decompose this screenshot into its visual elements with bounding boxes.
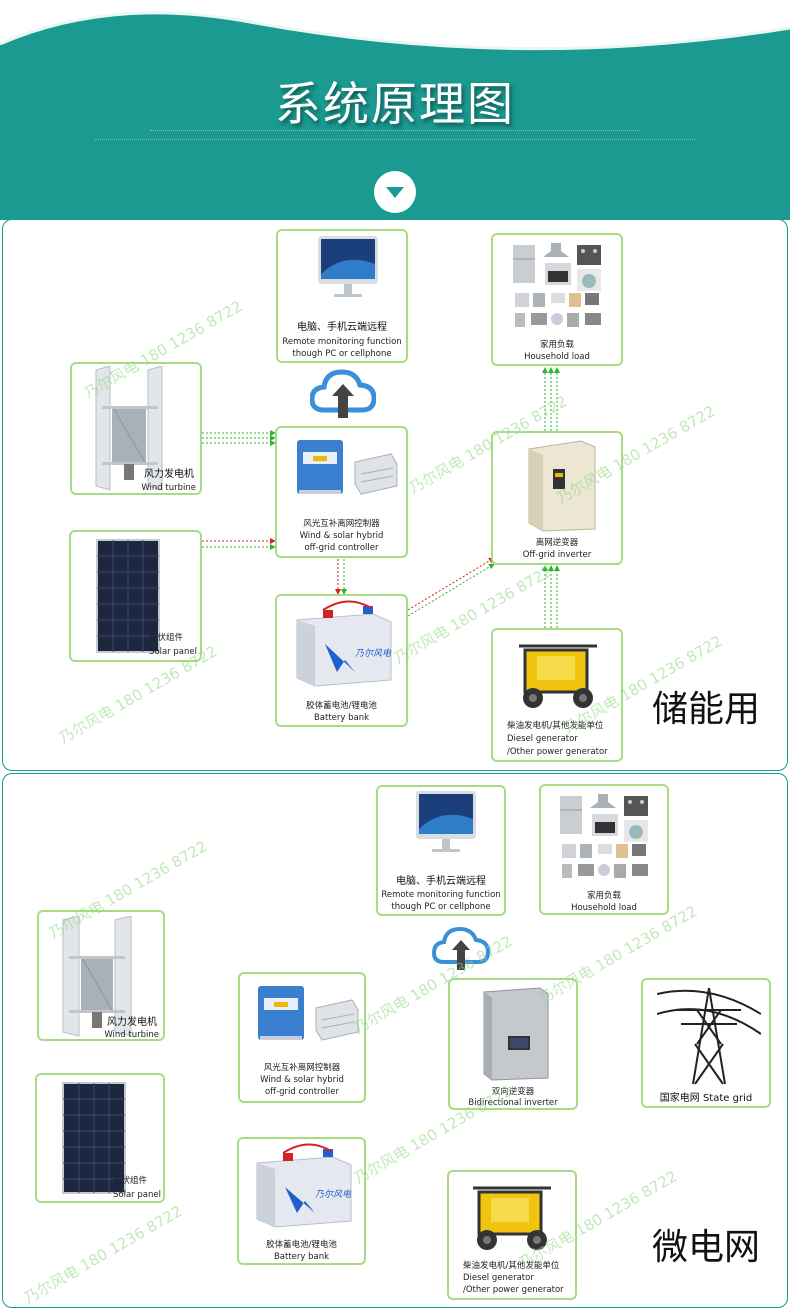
controller-label-en2: off-grid controller <box>264 1087 340 1097</box>
household-load-node: 家用负载 Household load <box>491 233 623 366</box>
generator-icon <box>519 644 597 708</box>
cloud-upload-icon <box>310 369 376 418</box>
inverter-label-en: Off-grid inverter <box>522 550 592 560</box>
header-banner: 系统原理图 <box>0 0 790 220</box>
wind-turbine-node: 风力发电机 Wind turbine <box>37 910 165 1041</box>
load-label-cn: 家用负载 <box>539 340 574 350</box>
grid-label: 国家电网 State grid <box>659 1093 753 1104</box>
appliances-icon <box>560 794 648 878</box>
diesel-generator-node: 柴油发电机/其他发能单位 Diesel generator /Other pow… <box>447 1170 577 1300</box>
inverter-cabinet-icon <box>528 440 596 532</box>
battery-bank-node: 乃尔风电 胶体蓄电池/锂电池 Battery bank <box>275 594 408 727</box>
svg-text:乃尔风电: 乃尔风电 <box>355 648 392 659</box>
battery-icon: 乃尔风电 <box>296 600 392 687</box>
solar-label-en: Solar panel <box>113 1190 161 1200</box>
header-wave <box>0 0 790 51</box>
wind-turbine-icon <box>62 916 132 1037</box>
battery-label-en: Battery bank <box>313 713 370 723</box>
battery-bank-node: 乃尔风电 胶体蓄电池/锂电池 Battery bank <box>237 1137 366 1265</box>
diesel-label-en1: Diesel generator <box>507 734 578 744</box>
solar-panel-icon <box>62 1082 126 1194</box>
pc-label-en1: Remote monitoring function <box>282 337 402 347</box>
pc-label-cn: 电脑、手机云端远程 <box>297 322 387 333</box>
inverter-label-en: Bidirectional inverter <box>468 1098 558 1108</box>
page-title: 系统原理图 <box>275 77 515 131</box>
solar-panel-node: 光伏组件 Solar panel <box>69 530 202 662</box>
controller-label-en2: off-grid controller <box>304 543 379 553</box>
diesel-generator-node: 柴油发电机/其他发能单位 Diesel generator /Other pow… <box>491 628 623 762</box>
bidirectional-inverter-node: 双向逆变器 Bidirectional inverter <box>448 978 578 1110</box>
controller-device-icon <box>297 440 398 495</box>
solar-panel-icon <box>96 539 160 653</box>
desktop-monitor-icon <box>416 791 476 852</box>
section-title-storage: 储能用 <box>652 689 761 730</box>
pc-label-en2: though PC or cellphone <box>391 902 491 912</box>
household-load-node: 家用负载 Household load <box>539 784 669 915</box>
chevron-down-icon <box>386 187 404 198</box>
battery-icon: 乃尔风电 <box>256 1143 352 1228</box>
battery-label-cn: 胶体蓄电池/锂电池 <box>266 1240 337 1250</box>
diesel-label-cn: 柴油发电机/其他发能单位 <box>463 1261 560 1271</box>
solar-label-cn: 光伏组件 <box>113 1176 148 1186</box>
scroll-down-button[interactable] <box>374 171 416 213</box>
inverter-cabinet-icon <box>483 987 549 1081</box>
header-subtitle-decoration <box>95 126 695 148</box>
controller-label-cn: 风光互补离网控制器 <box>263 1063 341 1073</box>
load-label-en: Household load <box>524 352 590 362</box>
controller-label-en1: Wind & solar hybrid <box>299 531 384 541</box>
wind-label-en: Wind turbine <box>104 1030 159 1040</box>
battery-label-cn: 胶体蓄电池/锂电池 <box>306 701 377 711</box>
cloud-upload-icon <box>432 926 490 970</box>
diesel-label-cn: 柴油发电机/其他发能单位 <box>507 721 604 731</box>
solar-label-cn: 光伏组件 <box>149 633 184 643</box>
controller-node: 风光互补离网控制器 Wind & solar hybrid off-grid c… <box>275 426 408 558</box>
diesel-label-en1: Diesel generator <box>463 1273 534 1283</box>
diesel-label-en2: /Other power generator <box>507 747 608 757</box>
controller-label-en1: Wind & solar hybrid <box>260 1075 344 1085</box>
solar-panel-node: 光伏组件 Solar panel <box>35 1073 165 1203</box>
svg-text:乃尔风电: 乃尔风电 <box>315 1189 352 1200</box>
wind-turbine-icon <box>95 366 163 491</box>
controller-label-cn: 风光互补离网控制器 <box>303 519 380 529</box>
load-label-en: Household load <box>571 903 637 913</box>
wind-label-cn: 风力发电机 <box>107 1017 157 1028</box>
offgrid-inverter-node: 离网逆变器 Off-grid inverter <box>491 431 623 565</box>
wind-turbine-node: 风力发电机 Wind turbine <box>70 362 202 495</box>
wind-label-en: Wind turbine <box>141 483 196 493</box>
pc-monitoring-node: 电脑、手机云端远程 Remote monitoring function tho… <box>276 229 408 363</box>
wind-label-cn: 风力发电机 <box>144 469 194 480</box>
state-grid-node: 国家电网 State grid <box>641 978 771 1108</box>
section-title-microgrid: 微电网 <box>652 1227 761 1268</box>
controller-node: 风光互补离网控制器 Wind & solar hybrid off-grid c… <box>238 972 366 1103</box>
pc-label-cn: 电脑、手机云端远程 <box>396 876 486 887</box>
pc-label-en1: Remote monitoring function <box>381 890 501 900</box>
generator-icon <box>473 1186 551 1250</box>
pc-label-en2: though PC or cellphone <box>292 349 392 359</box>
desktop-monitor-icon <box>318 236 378 297</box>
appliances-icon <box>513 243 601 327</box>
controller-device-icon <box>258 986 359 1041</box>
diesel-label-en2: /Other power generator <box>463 1285 564 1295</box>
transmission-tower-icon <box>657 987 761 1085</box>
inverter-label-cn: 双向逆变器 <box>491 1087 535 1097</box>
battery-label-en: Battery bank <box>273 1252 330 1262</box>
load-label-cn: 家用负载 <box>586 891 621 901</box>
solar-label-en: Solar panel <box>149 647 197 657</box>
pc-monitoring-node: 电脑、手机云端远程 Remote monitoring function tho… <box>376 785 506 916</box>
inverter-label-cn: 离网逆变器 <box>535 538 579 548</box>
